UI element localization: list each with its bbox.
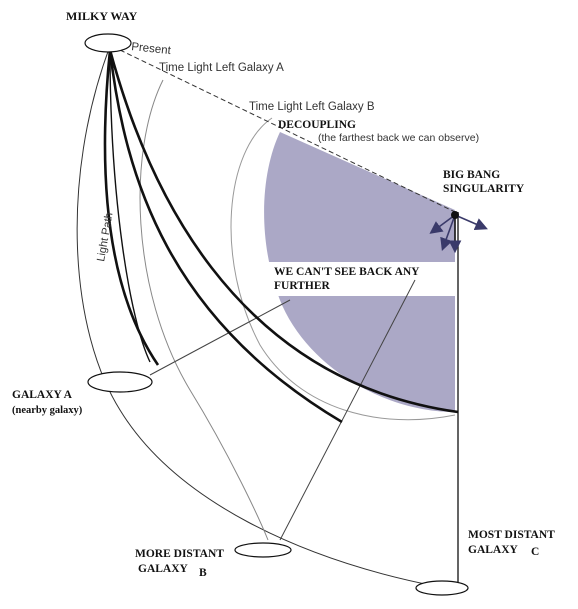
decoupling-note: (the farthest back we can observe) (318, 132, 479, 144)
galaxy-a-label: GALAXY A (12, 389, 73, 401)
time-left-b-label: Time Light Left Galaxy B (249, 101, 375, 113)
light-path-galaxy-c (108, 49, 459, 414)
galaxy-b-connector (279, 279, 416, 541)
present-to-bigbang-dashed (119, 49, 456, 213)
cant-see-label-band (268, 262, 468, 296)
big-bang-label-line2: SINGULARITY (443, 183, 525, 195)
present-label: Present (131, 41, 172, 57)
galaxy-a (87, 371, 153, 393)
cant-see-label-line1: WE CAN'T SEE BACK ANY (274, 266, 420, 278)
bigbang-arrow-down (440, 214, 456, 252)
galaxy-c-label-line2: GALAXY (468, 544, 519, 556)
galaxy-a-connector (149, 299, 291, 376)
milky-way-label: MILKY WAY (66, 9, 138, 23)
galaxy-c-label-line1: MOST DISTANT (468, 529, 555, 541)
bigbang-arrow-right (454, 214, 488, 231)
big-bang-label-line1: BIG BANG (443, 169, 500, 181)
big-bang-point (451, 211, 459, 219)
galaxy-b-label-line2: GALAXY (138, 563, 189, 575)
galaxy-a-note: (nearby galaxy) (12, 405, 83, 416)
light-path-galaxy-a (103, 49, 160, 366)
galaxy-b-letter: B (199, 567, 207, 579)
light-path-inner (109, 49, 151, 363)
light-path-galaxy-b (108, 49, 343, 424)
cant-see-label-line2: FURTHER (274, 280, 331, 292)
galaxy-c-letter: C (531, 546, 539, 558)
decoupling-label: DECOUPLING (278, 119, 356, 131)
galaxy-c (415, 580, 469, 596)
milky-way-galaxy (84, 33, 132, 53)
present-worldline (76, 45, 441, 588)
time-left-a-label: Time Light Left Galaxy A (159, 62, 284, 74)
time-left-b-worldline (230, 117, 456, 421)
bigbang-arrow-downleft (429, 214, 456, 234)
galaxy-b-label-line1: MORE DISTANT (135, 548, 224, 560)
galaxy-b (234, 542, 292, 558)
